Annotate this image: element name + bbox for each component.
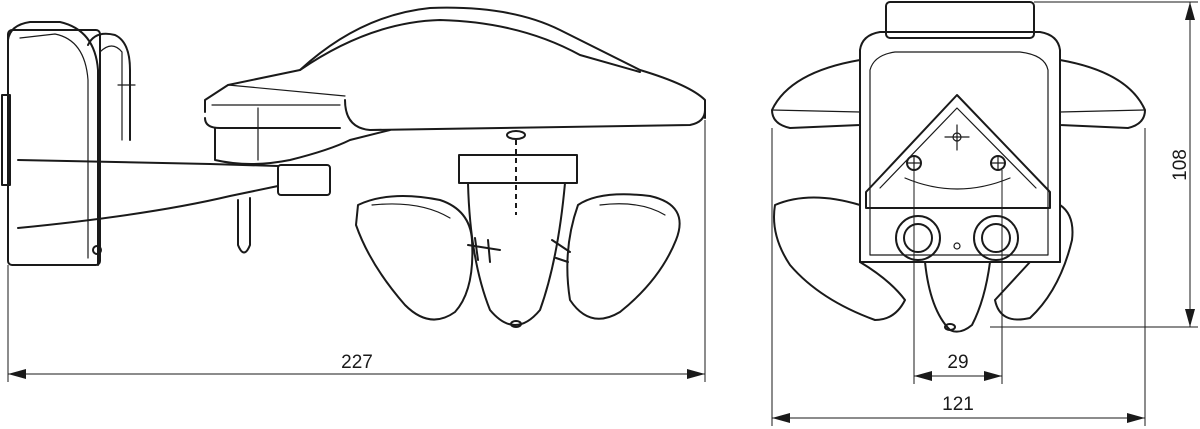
wall-bracket [1, 21, 136, 266]
front-housing [771, 1, 1146, 263]
right-lamp-head [551, 193, 681, 320]
sensor-housing [204, 6, 706, 196]
left-lamp-head [355, 195, 501, 321]
dimension-label-227: 227 [341, 352, 373, 373]
mounting-arm [17, 159, 279, 254]
dimension-label-29: 29 [947, 352, 968, 373]
dimension-121 [771, 128, 1146, 426]
terminal-plate [865, 94, 1051, 209]
cable-glands [895, 215, 1019, 261]
front-view [771, 1, 1146, 333]
front-lamp-heads [773, 196, 1074, 333]
dimension-29 [913, 170, 1003, 384]
dimension-108 [990, 1, 1198, 328]
dimension-label-121: 121 [942, 394, 974, 415]
center-lens [458, 140, 578, 328]
dimension-227 [7, 120, 706, 382]
dimension-label-108: 108 [1170, 149, 1191, 181]
side-view [1, 6, 706, 328]
